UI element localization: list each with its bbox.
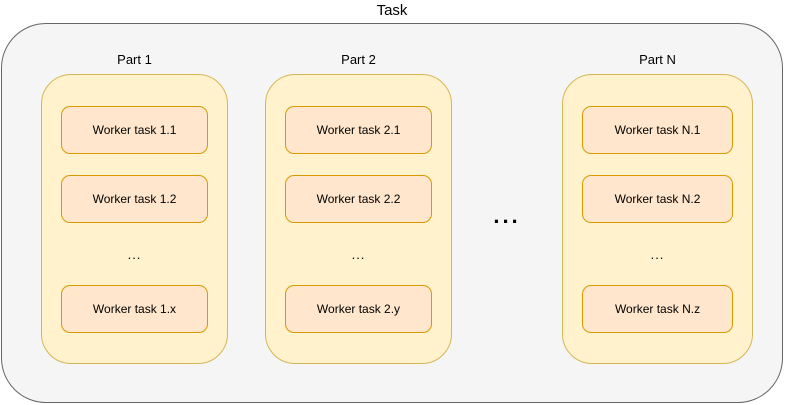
worker-task-node: Worker task N.1 (582, 106, 733, 154)
worker-task-node: Worker task 2.2 (285, 175, 432, 223)
more-tasks-ellipsis: ... (127, 246, 142, 262)
more-parts-ellipsis: ... (493, 203, 521, 228)
part-box: Worker task 1.1 Worker task 1.2 ... Work… (41, 74, 228, 364)
worker-task-node: Worker task 2.1 (285, 106, 432, 154)
worker-task-node: Worker task 1.2 (61, 175, 208, 223)
part-group-1: Part 1 Worker task 1.1 Worker task 1.2 .… (41, 50, 228, 364)
part-group-n: Part N Worker task N.1 Worker task N.2 .… (562, 50, 753, 364)
part-label: Part 1 (117, 52, 152, 67)
part-box: Worker task 2.1 Worker task 2.2 ... Work… (265, 74, 452, 364)
more-tasks-ellipsis: ... (650, 246, 665, 262)
part-box: Worker task N.1 Worker task N.2 ... Work… (562, 74, 753, 364)
worker-task-node: Worker task 2.y (285, 285, 432, 333)
part-label: Part N (639, 52, 676, 67)
more-tasks-ellipsis: ... (351, 246, 366, 262)
worker-task-node: Worker task N.z (582, 285, 733, 333)
worker-task-node: Worker task 1.x (61, 285, 208, 333)
worker-task-node: Worker task N.2 (582, 175, 733, 223)
part-group-2: Part 2 Worker task 2.1 Worker task 2.2 .… (265, 50, 452, 364)
part-label: Part 2 (341, 52, 376, 67)
worker-task-node: Worker task 1.1 (61, 106, 208, 154)
task-title: Task (376, 2, 408, 19)
